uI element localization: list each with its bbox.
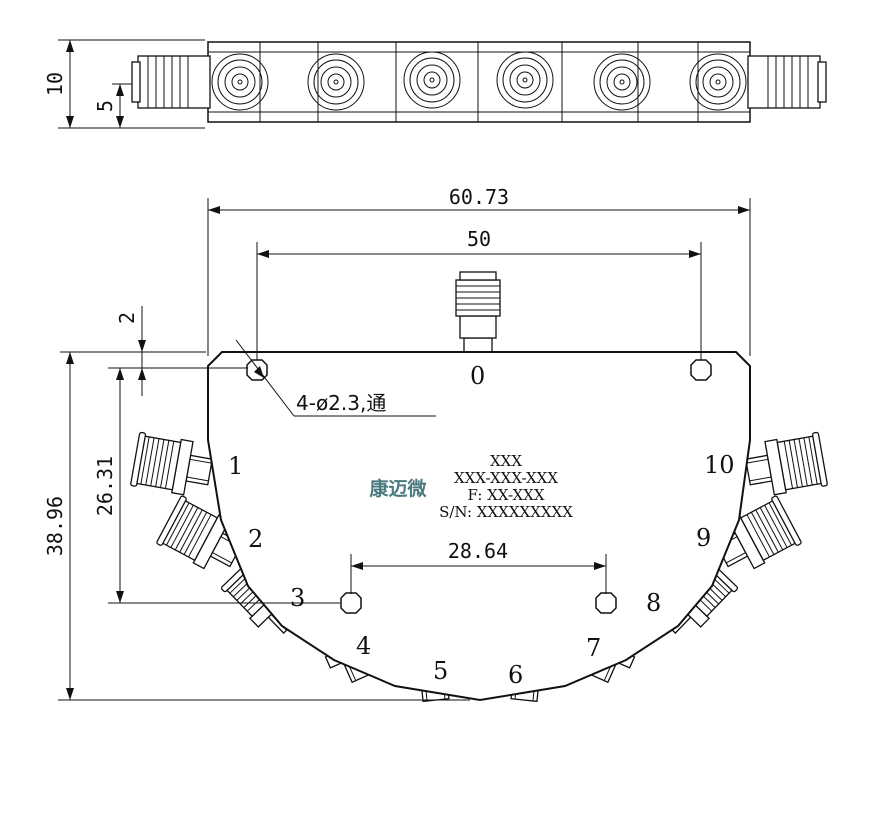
connector-port-10 <box>742 431 829 500</box>
dim-overall-height: 38.96 <box>43 496 67 556</box>
side-connector-head <box>307 53 365 111</box>
dim-side-height: 10 <box>43 72 67 96</box>
dim-edge-offset: 2 <box>115 312 139 324</box>
hole-note: 4-ø2.3,通 <box>296 391 386 415</box>
connector-port-1 <box>129 431 216 500</box>
port-label-1: 1 <box>228 452 243 480</box>
dim-hole-spacing-top: 50 <box>467 227 491 251</box>
label-line-1: XXX <box>490 452 522 470</box>
label-line-4: S/N: XXXXXXXXX <box>439 503 573 521</box>
side-connector-head <box>496 51 554 109</box>
dim-side-half: 5 <box>93 100 117 112</box>
housing-outline <box>207 351 751 702</box>
port-label-0: 0 <box>470 362 485 390</box>
port-label-8: 8 <box>646 589 661 617</box>
side-connector-head <box>403 51 461 109</box>
dim-hole-height: 26.31 <box>93 456 117 516</box>
port-label-5: 5 <box>433 657 448 685</box>
dim-overall-width: 60.73 <box>449 185 509 209</box>
brand-logo: 康迈微 <box>369 477 427 500</box>
label-line-3: F: XX-XXX <box>467 486 544 504</box>
port-label-7: 7 <box>586 634 601 662</box>
side-view: 10 5 <box>43 39 827 129</box>
port-label-6: 6 <box>508 661 523 689</box>
dim-hole-spacing-bottom: 28.64 <box>448 539 508 563</box>
port-label-9: 9 <box>696 524 711 552</box>
connector-port-0 <box>455 271 501 353</box>
port-label-2: 2 <box>248 525 263 553</box>
top-view: 0 1 2 3 4 5 6 7 8 9 10 XXX XXX-XXX-XXX F… <box>43 185 829 704</box>
label-line-2: XXX-XXX-XXX <box>454 469 558 487</box>
side-connector-head <box>593 53 651 111</box>
port-label-4: 4 <box>356 632 371 660</box>
side-connector-right <box>747 55 827 109</box>
port-label-10: 10 <box>704 451 735 479</box>
port-label-3: 3 <box>290 584 305 612</box>
side-connector-left <box>131 55 211 109</box>
